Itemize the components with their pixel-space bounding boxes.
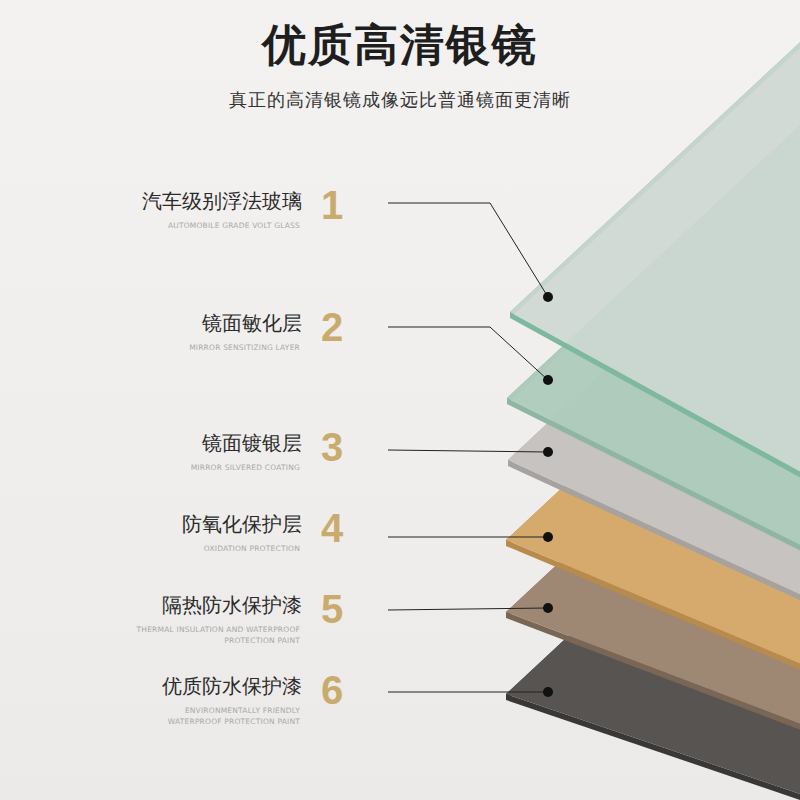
english-label: OXIDATION PROTECTION <box>135 543 300 554</box>
english-label: MIRROR SENSITIZING LAYER <box>135 342 300 353</box>
leader-line <box>388 203 548 297</box>
callout-number: 5 <box>321 587 343 632</box>
leader-line <box>388 327 548 380</box>
layer-name: 防氧化保护层 <box>182 511 302 538</box>
leader-dot <box>543 447 553 457</box>
english-label: MIRROR SILVERED COATING <box>135 462 300 473</box>
leader-dot <box>543 292 553 302</box>
leader-dot <box>543 532 553 542</box>
leader-dot <box>543 375 553 385</box>
callout-number: 6 <box>321 668 343 713</box>
title: 优质高清银镜 <box>262 16 538 75</box>
layer-name: 汽车级别浮法玻璃 <box>142 188 302 215</box>
layer-name: 镜面敏化层 <box>202 310 302 337</box>
subtitle: 真正的高清银镜成像远比普通镜面更清晰 <box>229 88 571 112</box>
leader-line <box>388 537 548 538</box>
leader-dots <box>543 292 553 697</box>
leader-lines <box>388 203 548 692</box>
callout-number: 1 <box>321 183 343 228</box>
leader-dot <box>543 687 553 697</box>
leader-line <box>388 450 548 452</box>
layer-name: 优质防水保护漆 <box>162 673 302 700</box>
leader-line <box>388 608 548 610</box>
callout-number: 4 <box>321 506 343 551</box>
leader-line <box>388 692 548 693</box>
english-label: THERMAL INSULATION AND WATERPROOF PROTEC… <box>135 624 300 647</box>
layer-sheets <box>506 0 800 800</box>
english-label: ENVIRONMENTALLY FRIENDLY WATERPROOF PROT… <box>135 705 300 728</box>
english-label: AUTOMOBILE GRADE VOLT GLASS <box>135 220 300 231</box>
callout-number: 2 <box>321 305 343 350</box>
layer-sheet <box>510 0 800 510</box>
layer-name: 隔热防水保护漆 <box>162 592 302 619</box>
leader-dot <box>543 603 553 613</box>
layer-name: 镜面镀银层 <box>202 430 302 457</box>
callout-number: 3 <box>321 425 343 470</box>
